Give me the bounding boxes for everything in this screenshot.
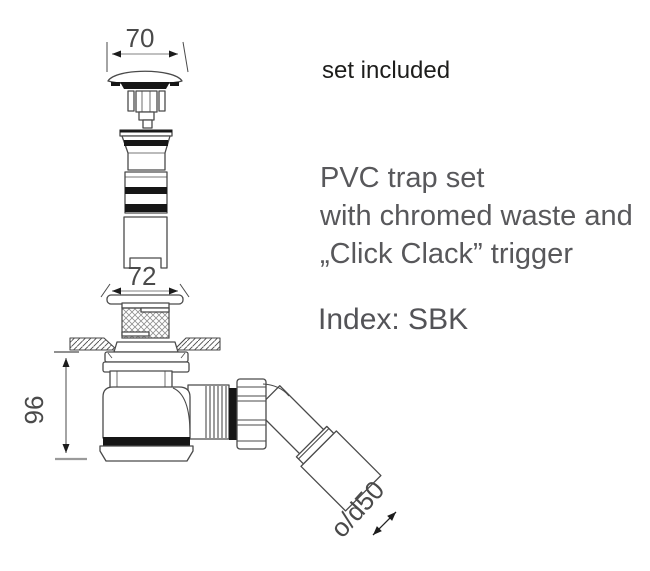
dimension-flange-width: 72	[100, 261, 190, 298]
elbow-bend-line	[262, 383, 290, 397]
outlet-socket	[300, 430, 382, 512]
set-included-label: set included	[322, 57, 451, 84]
outlet-elbow	[255, 385, 382, 512]
seal-cylinder	[124, 171, 168, 214]
dimension-height: 96	[19, 351, 87, 461]
cap-stem	[127, 90, 166, 129]
outlet-spigot	[187, 384, 230, 440]
trap-body	[99, 386, 194, 462]
trap-locknut	[102, 351, 190, 389]
compression-nut	[236, 378, 267, 450]
dimension-flange-width-label: 72	[128, 261, 157, 291]
extension-tube	[123, 216, 168, 269]
description-line-3: „Click Clack” trigger	[320, 238, 573, 270]
shower-tray-section	[69, 337, 221, 353]
dimension-cap-width-label: 70	[126, 23, 155, 53]
outlet-gasket	[229, 388, 237, 440]
description-line-1: PVC trap set	[320, 162, 485, 194]
product-description: PVC trap set with chromed waste and „Cli…	[320, 159, 633, 273]
chromed-waste	[106, 294, 184, 339]
dimension-height-label: 96	[19, 396, 49, 425]
click-clack-cap	[107, 70, 183, 89]
seal-washer	[113, 341, 179, 353]
description-line-2: with chromed waste and	[320, 200, 633, 232]
dimension-cap-width: 70	[106, 23, 189, 73]
trap-bottom-cap	[99, 445, 194, 462]
product-index: Index: SBK	[318, 303, 469, 336]
adapter-sleeve	[119, 129, 173, 171]
